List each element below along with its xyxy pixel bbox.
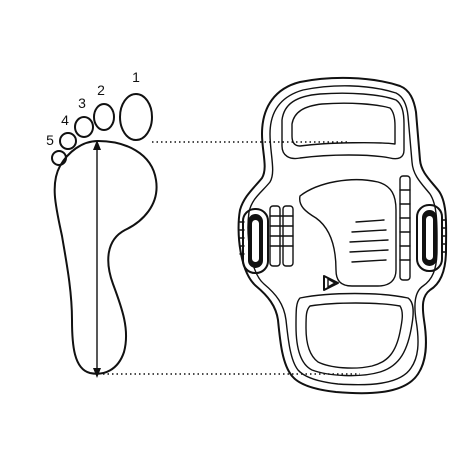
brand-logo-icon (323, 275, 339, 291)
footpad-outer (237, 76, 448, 395)
toe-label-2: 2 (97, 82, 105, 98)
foot-outline-icon: 1 2 3 4 5 (46, 69, 158, 378)
toe-3 (74, 116, 94, 138)
foot-sole (53, 140, 158, 375)
foot-length-arrow (93, 140, 101, 378)
footpad-heel-panel (295, 292, 414, 377)
toe-label-3: 3 (78, 95, 86, 111)
right-strap-slot (399, 175, 447, 281)
toe-label-5: 5 (46, 132, 54, 148)
footpad-arch-ribs (349, 219, 389, 263)
toe-5 (51, 150, 67, 166)
left-strap-slot (239, 205, 294, 274)
toe-label-1: 1 (132, 69, 140, 85)
toe-label-4: 4 (61, 112, 69, 128)
footpad-heel-inner (305, 302, 403, 369)
footpad-top-panel (281, 92, 405, 160)
footpad-icon (237, 76, 448, 395)
footpad-inner (247, 85, 438, 386)
footpad-top-panel-inner (291, 102, 396, 147)
toe-2 (93, 103, 115, 131)
toe-1 (119, 93, 153, 141)
toe-4 (59, 132, 77, 150)
footpad-arch-panel (299, 179, 397, 287)
